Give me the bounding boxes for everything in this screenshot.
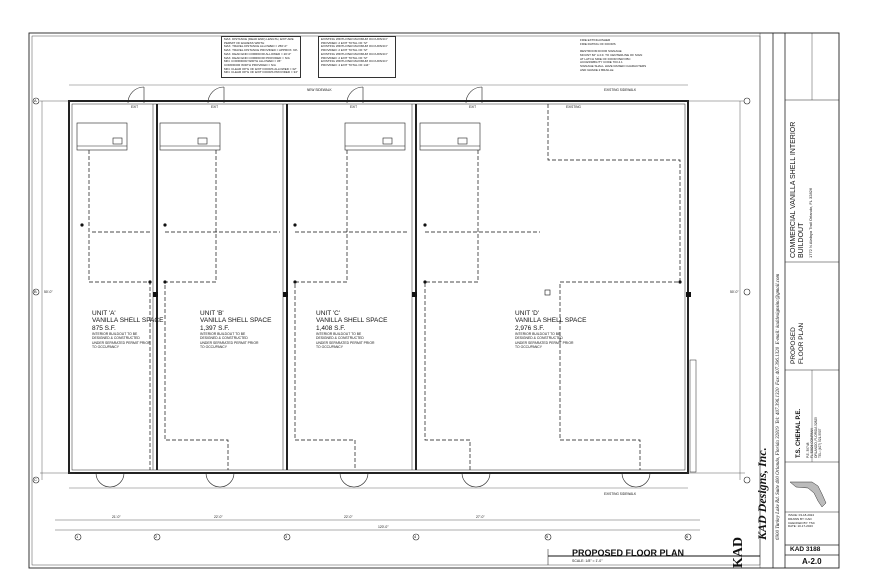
grid-mark-a: A xyxy=(34,98,37,103)
grid-mark-6: 6 xyxy=(686,534,689,539)
grid-mark-3: 3 xyxy=(285,534,288,539)
exit-label-4: EXIT xyxy=(469,105,477,109)
existing-label: EXISTING xyxy=(566,105,581,109)
dim-bottom-1: 21'-0" xyxy=(112,515,121,519)
sheet-title: PROPOSED FLOOR PLAN xyxy=(572,548,685,558)
grid-mark-4: 4 xyxy=(414,534,417,539)
project-title: COMMERCIAL VANILLA SHELL INTERIOR BUILDO… xyxy=(790,121,805,258)
drawing-title: PROPOSED FLOOR PLAN xyxy=(790,322,805,364)
egress-note-box: MAX. DISTANCE (DEAD END) LENGTH, EXIT AR… xyxy=(221,36,301,78)
exit-label-1: EXIT xyxy=(131,105,139,109)
new-sidewalk-label: NEW SIDEWALK xyxy=(307,88,332,92)
exit-label-2: EXIT xyxy=(211,105,219,109)
exit-label-3: EXIT xyxy=(350,105,358,109)
title-block xyxy=(759,33,839,568)
grid-mark-c: C xyxy=(34,477,37,482)
dimension-lines xyxy=(40,100,745,531)
florida-map-icon xyxy=(789,481,827,508)
building-walls xyxy=(68,100,697,474)
grid-mark-5: 5 xyxy=(546,534,549,539)
dim-bottom-4: 27'-0" xyxy=(476,515,485,519)
project-number: KAD 3188 xyxy=(790,546,821,553)
grid-mark-2: 2 xyxy=(155,534,158,539)
firm-address: 6900 Turkey Lake Rd. Suite 400 Orlando, … xyxy=(776,273,781,540)
sheet-number: A-2.0 xyxy=(802,557,822,566)
dim-bottom-total: 120'-0" xyxy=(378,525,389,529)
restrooms xyxy=(76,122,481,151)
firm-name: KAD Designs, Inc. xyxy=(755,447,769,540)
columns xyxy=(80,223,691,297)
dim-bottom-3: 22'-0" xyxy=(344,515,353,519)
existing-sidewalk-label-top: EXISTING SIDEWALK xyxy=(604,88,637,92)
grid-mark-b: B xyxy=(34,289,37,294)
grid-mark-1: 1 xyxy=(76,534,79,539)
sheet-inner-border xyxy=(31,35,761,566)
front-doors xyxy=(95,472,651,488)
dim-left: 50'-0" xyxy=(44,290,53,294)
sheet-border xyxy=(28,32,840,569)
rear-doors xyxy=(127,86,483,104)
project-address: 1772 N Alafaya Trail Orlando, FL 32826 xyxy=(808,187,813,258)
grid-bubbles xyxy=(32,97,751,541)
kad-logo: KAD xyxy=(731,537,746,568)
egress-paths xyxy=(88,104,681,470)
sheet-scale: SCALE: 1/8" = 1'-0" xyxy=(572,559,603,563)
dim-bottom-2: 22'-0" xyxy=(214,515,223,519)
dim-right: 50'-0" xyxy=(730,290,739,294)
engineer-name: T.S. CHEHAL P.E. xyxy=(796,408,802,458)
existing-sidewalk-label-bottom: EXISTING SIDEWALK xyxy=(604,492,637,496)
